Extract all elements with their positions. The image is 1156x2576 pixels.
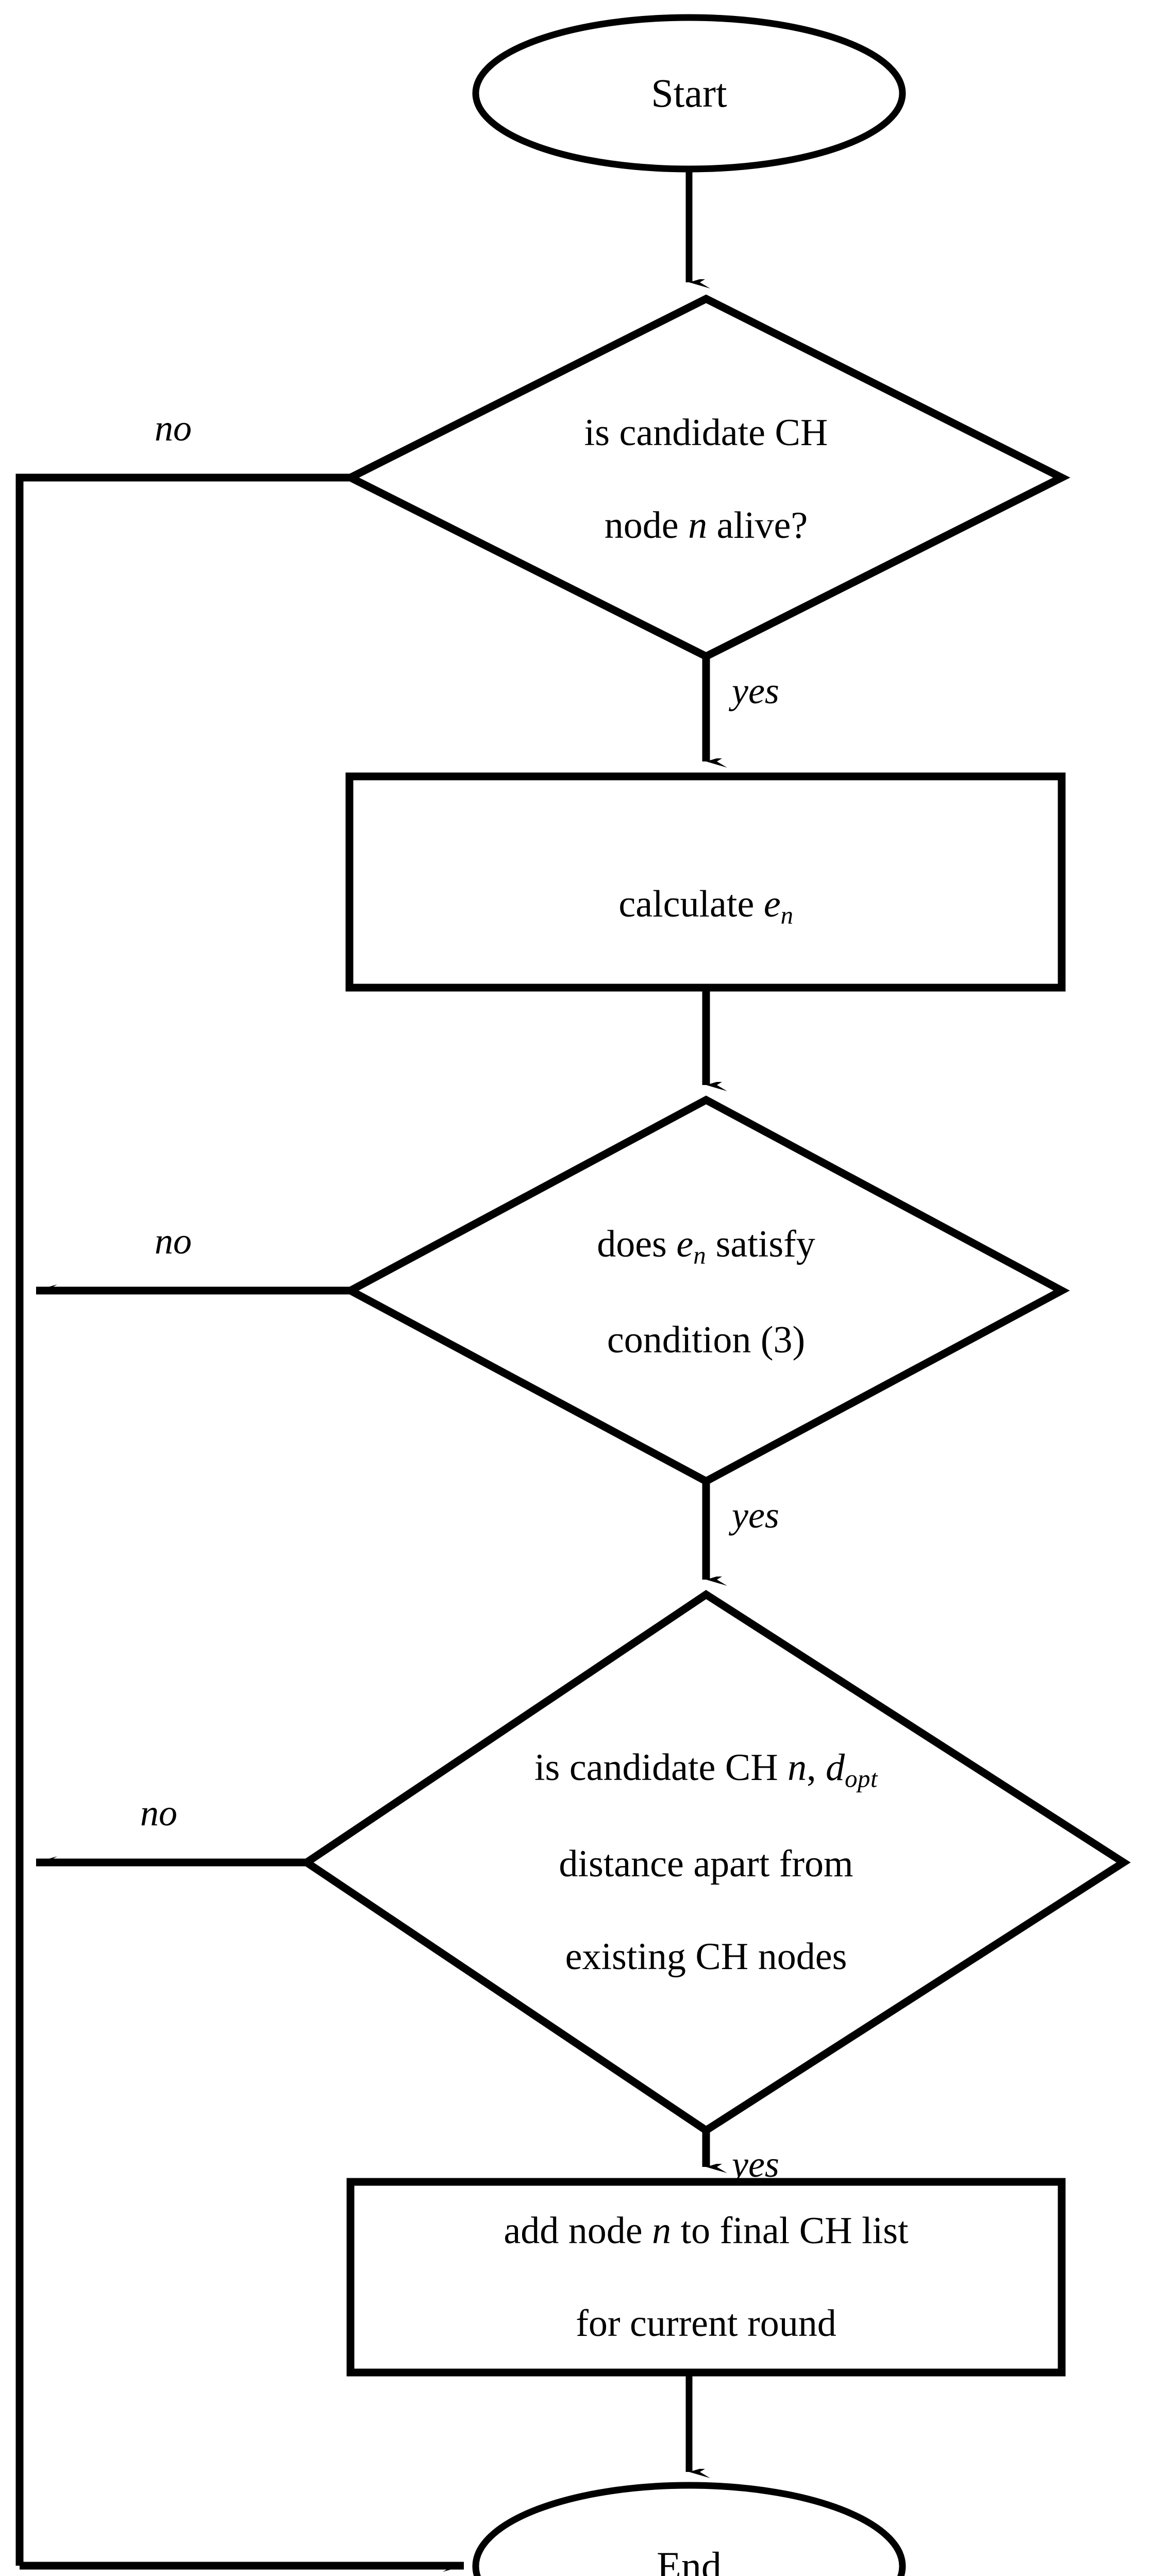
process-add-shape	[346, 2178, 1066, 2377]
start-terminator-shape	[472, 14, 906, 173]
edge-label-distance-yes: yes	[732, 2144, 779, 2185]
edge-label-condition-yes: yes	[732, 1495, 779, 1536]
end-terminator-shape	[472, 2482, 906, 2576]
edge-label-condition-no: no	[155, 1221, 192, 1262]
decision-alive-shape	[342, 294, 1070, 661]
edge-label-distance-no: no	[140, 1792, 177, 1834]
edge-label-alive-yes: yes	[732, 670, 779, 711]
decision-distance-shape	[299, 1590, 1131, 2135]
edge-label-alive-no: no	[155, 408, 192, 449]
edge-alive-no	[15, 473, 350, 2566]
process-calculate-shape	[345, 772, 1066, 992]
decision-condition-shape	[342, 1095, 1070, 1486]
